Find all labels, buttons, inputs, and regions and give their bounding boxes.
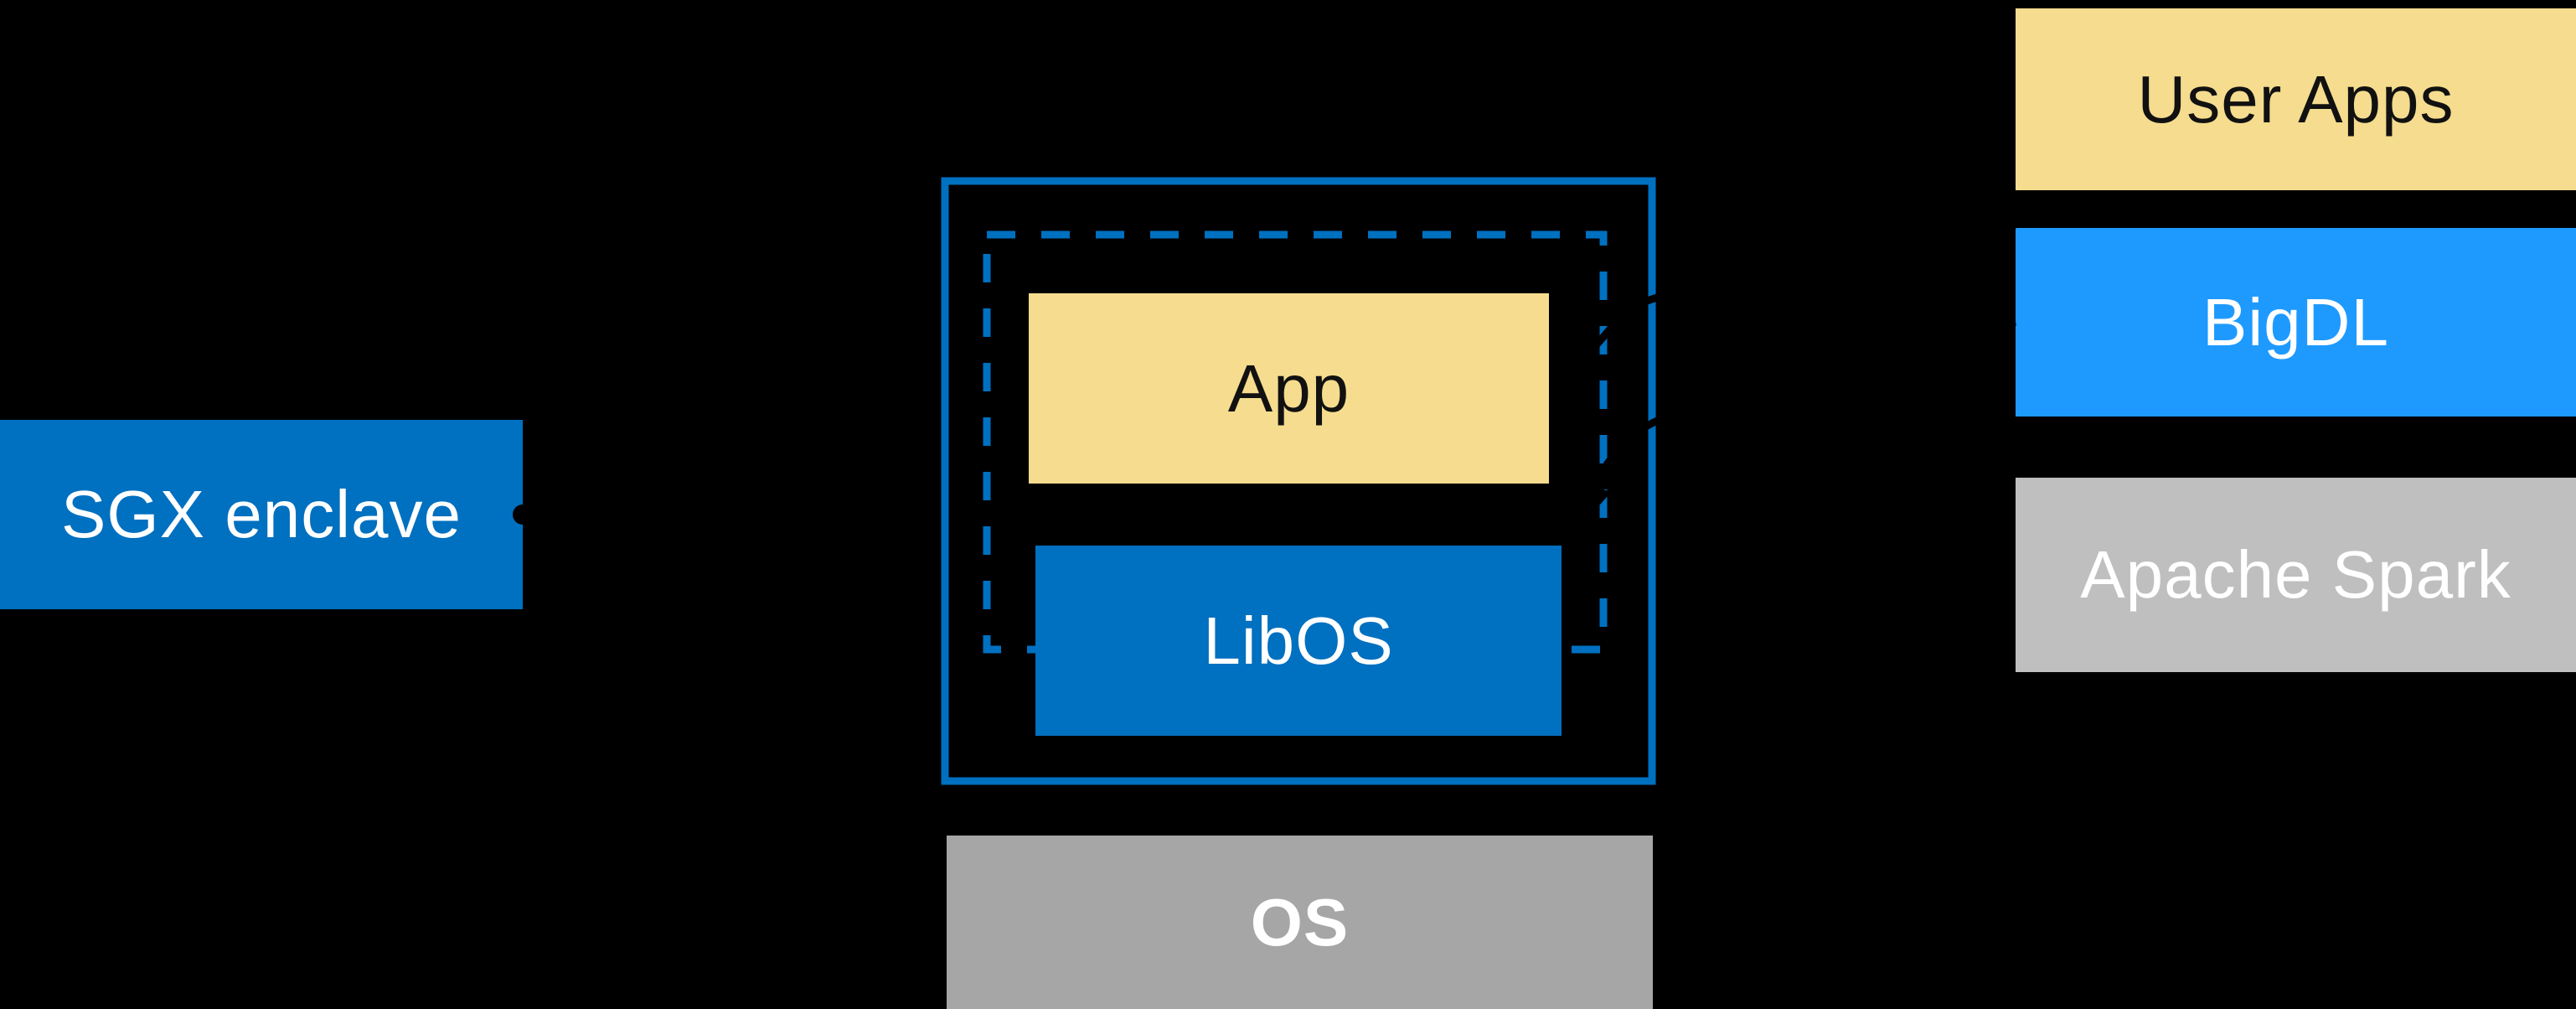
user-apps-box [2016,8,2576,190]
stack-to-app-connector-arrow [1556,220,2016,378]
sgx-enclave-dashed-boundary [983,230,1608,654]
os-box [947,836,1653,1009]
bigdl-box [2016,228,2576,417]
sgx-enclave-callout-box [0,420,523,609]
libos-box [1035,546,1562,736]
apache-spark-box [2016,478,2576,672]
app-box [1029,293,1549,484]
stack-to-enclave-connector-arrow [1567,318,2016,530]
enclave-outer-box [941,177,1656,785]
connector-start-dot [513,504,533,525]
